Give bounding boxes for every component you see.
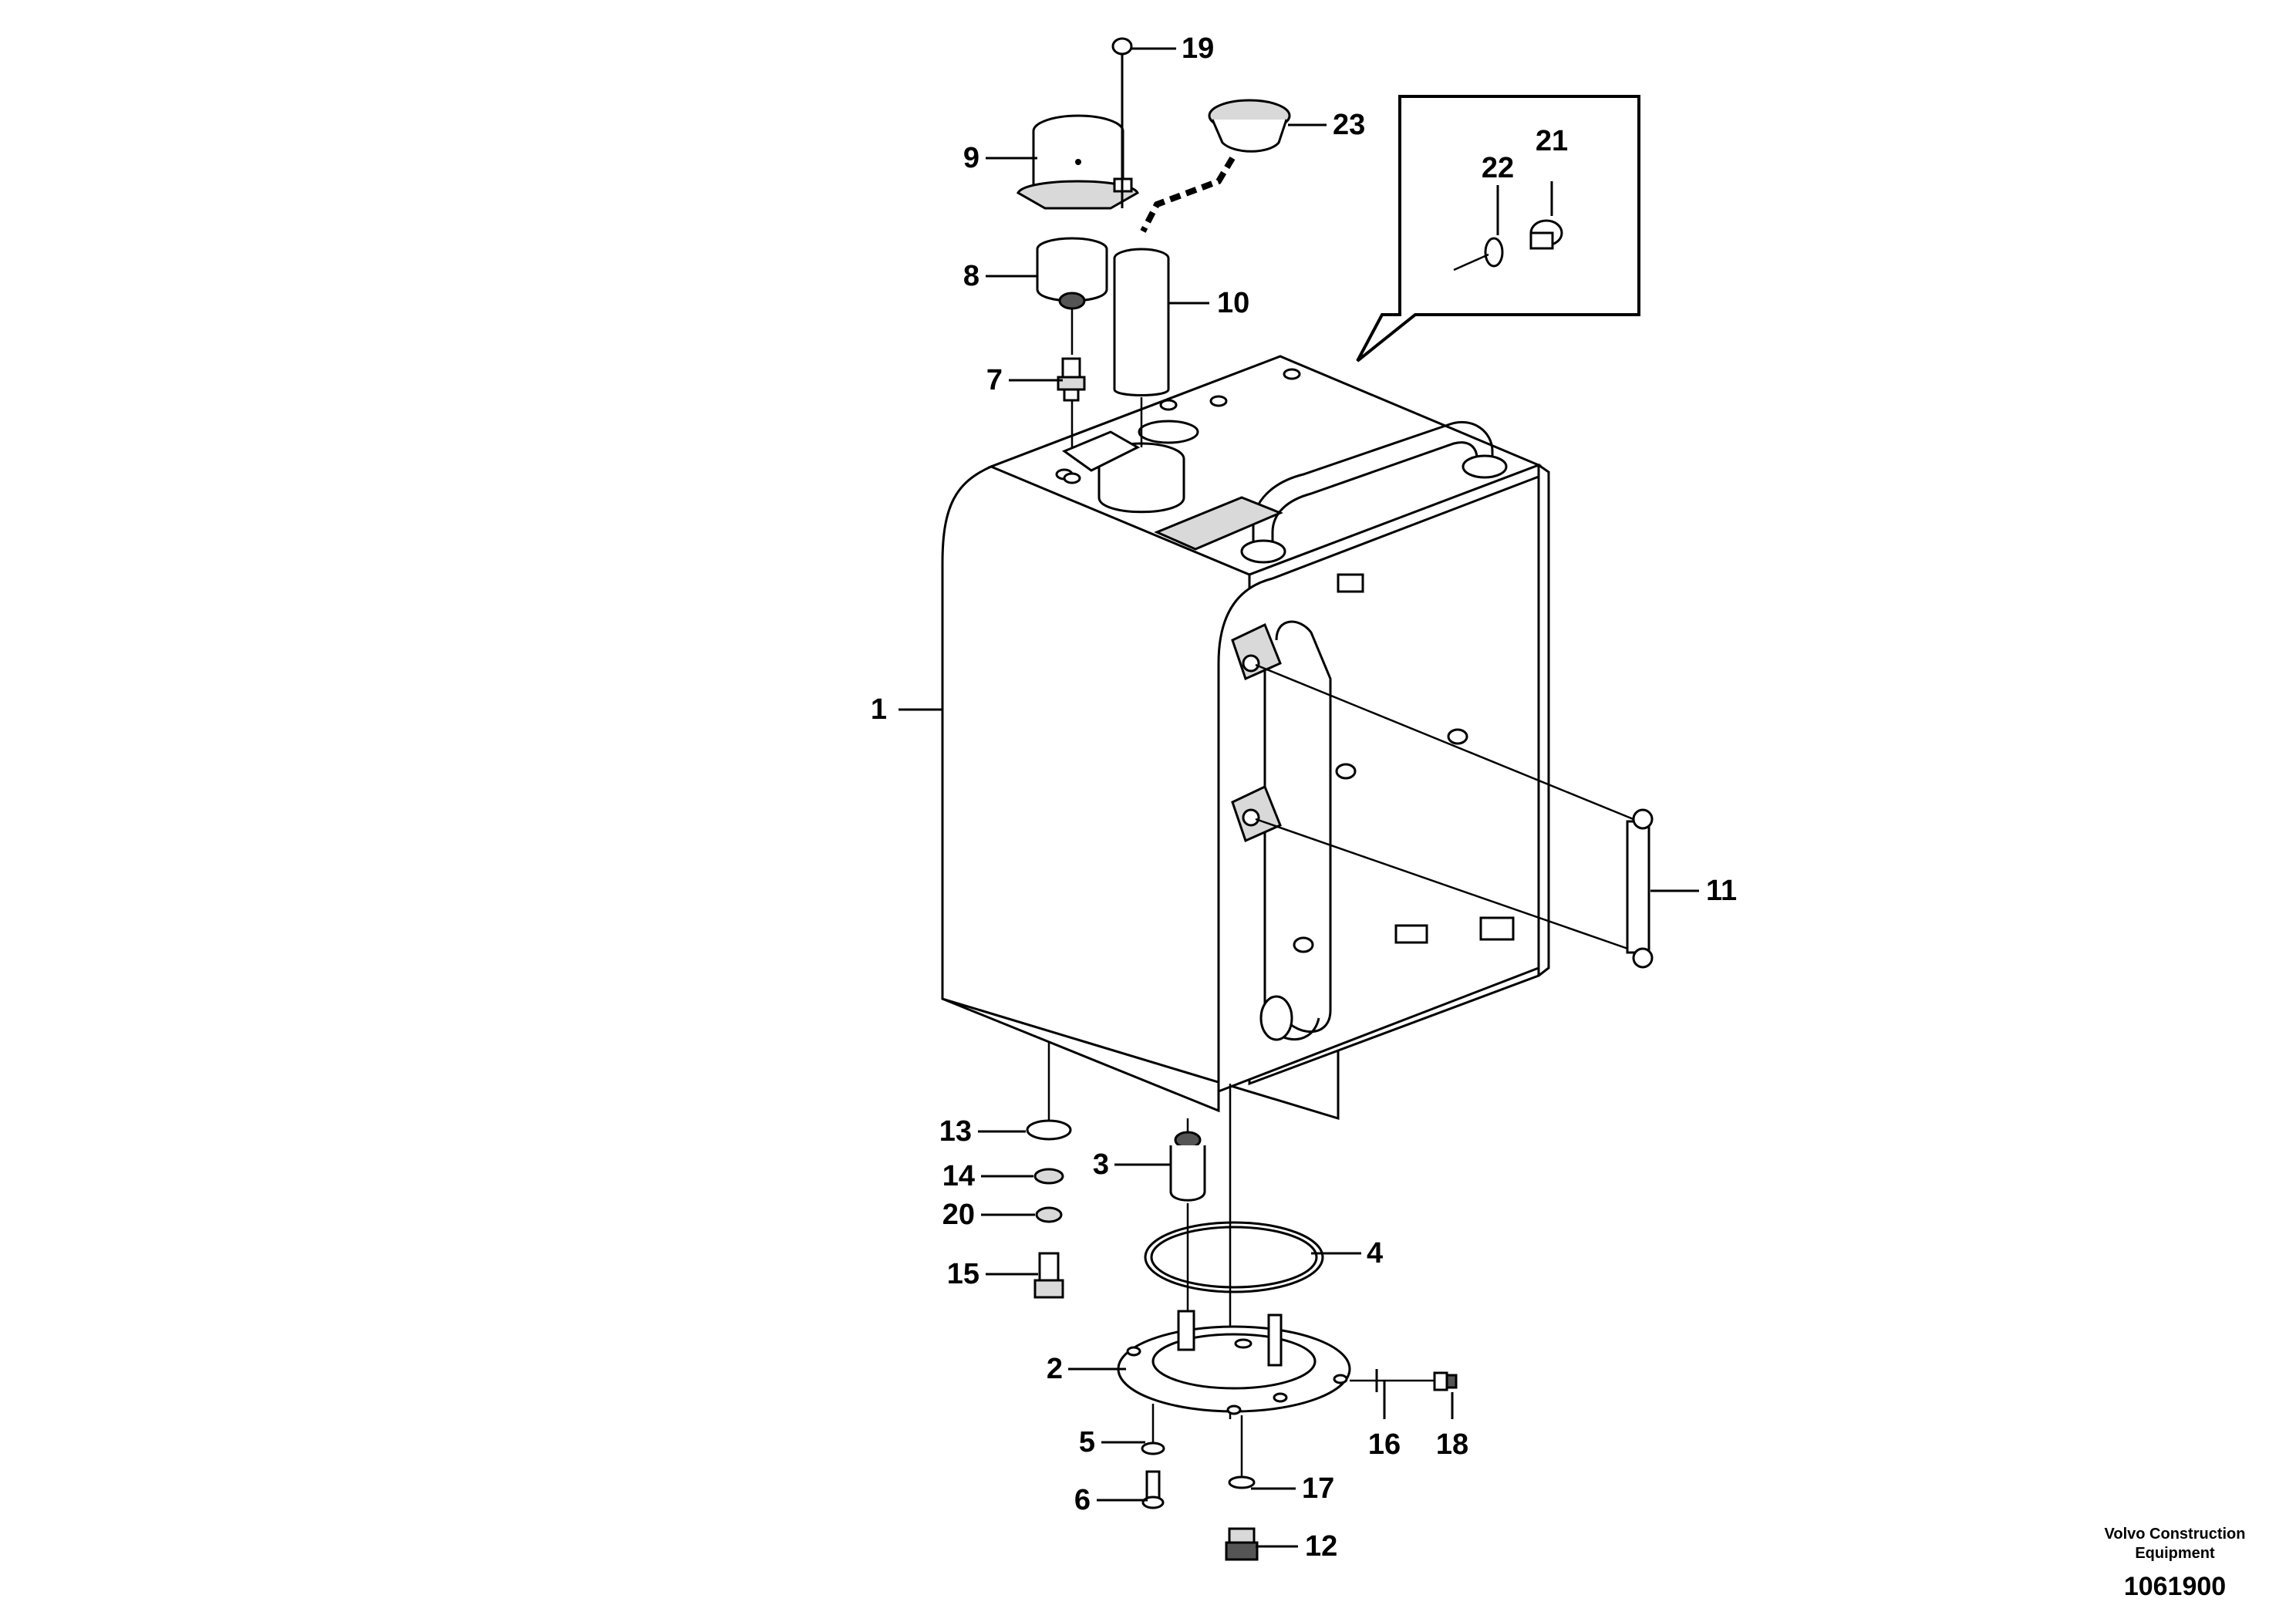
part-label-14: 14 (942, 1160, 975, 1192)
plug-part (1169, 1131, 1206, 1202)
part-label-20: 20 (942, 1199, 975, 1231)
part-label-13: 13 (939, 1115, 972, 1148)
inset-detail-box (1356, 95, 1640, 363)
callout-leaders (899, 47, 1699, 1548)
seal-washer-part (1035, 1206, 1063, 1223)
o-ring-part (1144, 1221, 1324, 1293)
bolt-part (1033, 1252, 1064, 1299)
side-plug-part (1433, 1371, 1458, 1391)
washer-part (1033, 1168, 1064, 1185)
part-label-22: 22 (1482, 152, 1514, 184)
small-washer-part (1141, 1442, 1165, 1455)
brand-name-line2: Equipment (2135, 1545, 2215, 1562)
filler-tube-part (1113, 248, 1170, 396)
filler-cap-part (1208, 99, 1291, 153)
part-label-9: 9 (963, 142, 979, 174)
brand-name-line1: Volvo Construction (2105, 1526, 2246, 1543)
cover-plate-part (1117, 1310, 1351, 1415)
breather-filter-part (1017, 114, 1139, 210)
drawing-number: 1061900 (2124, 1572, 2226, 1601)
sight-gauge-part (1626, 808, 1654, 969)
cover-screw-part (1141, 1470, 1165, 1509)
part-label-11: 11 (1706, 875, 1737, 907)
part-label-4: 4 (1367, 1237, 1383, 1270)
part-label-23: 23 (1333, 109, 1365, 141)
part-label-19: 19 (1182, 32, 1214, 65)
drain-plug-part (1225, 1527, 1259, 1561)
part-label-10: 10 (1217, 287, 1249, 319)
part-label-7: 7 (986, 364, 1003, 396)
part-label-2: 2 (1047, 1353, 1063, 1385)
hydraulic-tank-body (941, 355, 1550, 1121)
screw-part (1111, 37, 1133, 208)
part-label-12: 12 (1305, 1530, 1337, 1563)
circlip-part (1026, 1119, 1072, 1141)
part-label-5: 5 (1079, 1426, 1095, 1458)
part-label-21: 21 (1536, 125, 1568, 157)
drain-washer-part (1228, 1475, 1256, 1489)
callout-labels: 1 2 3 4 5 6 7 8 9 10 11 12 13 14 15 16 1… (871, 32, 1737, 1563)
part-label-15: 15 (947, 1258, 979, 1290)
part-label-8: 8 (963, 260, 979, 292)
part-label-17: 17 (1302, 1472, 1334, 1505)
nipple-part (1057, 357, 1086, 402)
part-label-16: 16 (1368, 1428, 1401, 1461)
part-label-3: 3 (1093, 1148, 1109, 1181)
part-label-1: 1 (871, 693, 887, 726)
part-label-18: 18 (1436, 1428, 1468, 1461)
part-label-6: 6 (1074, 1484, 1091, 1516)
strainer-part (1036, 237, 1108, 310)
footer-block: Volvo Construction Equipment 1061900 (2105, 1526, 2246, 1601)
